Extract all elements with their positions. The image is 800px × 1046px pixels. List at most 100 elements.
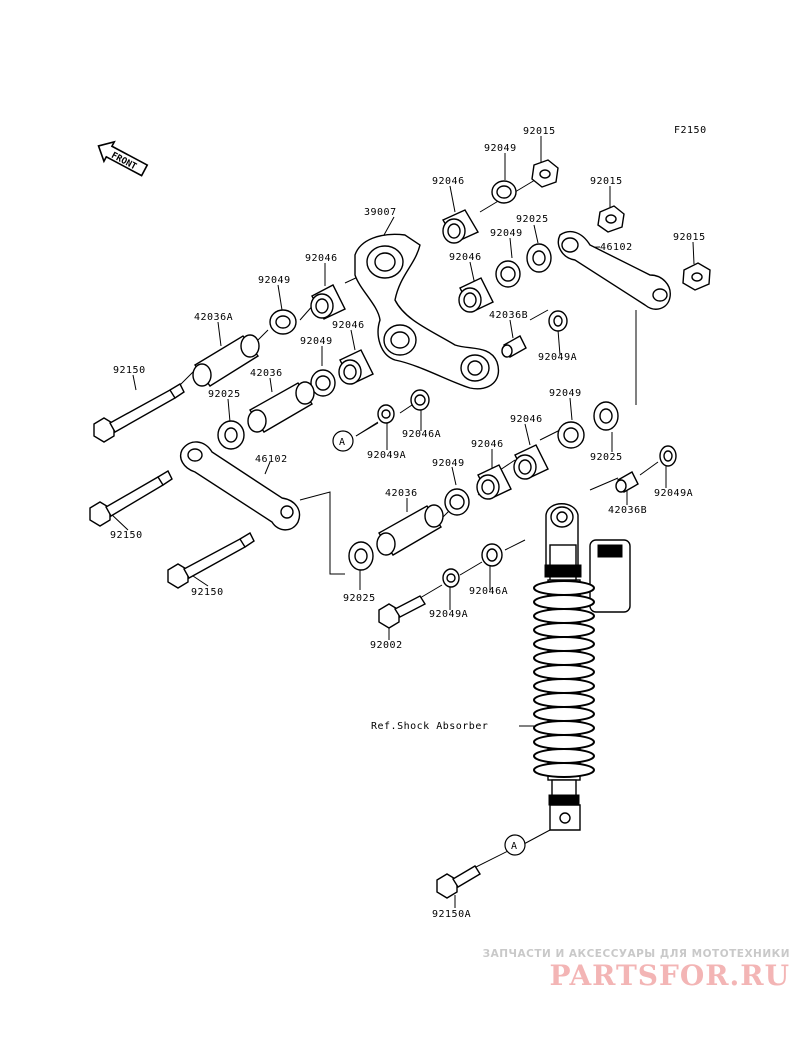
shock-spring xyxy=(533,580,595,778)
label-92049a: 92049A xyxy=(429,609,468,620)
part-labels: 92015 92049 92046 92015 39007 92025 9204… xyxy=(110,126,706,920)
spring-coil xyxy=(533,762,595,778)
label-92049: 92049 xyxy=(258,275,291,286)
bearing-92046-right xyxy=(513,444,549,480)
spring-coil xyxy=(533,608,595,624)
label-92046: 92046 xyxy=(305,253,338,264)
label-92002: 92002 xyxy=(370,640,403,651)
seal-92049-left-lower xyxy=(310,369,336,397)
spring-coil xyxy=(533,650,595,666)
spring-coil xyxy=(533,734,595,750)
label-92046: 92046 xyxy=(432,176,465,187)
label-42036: 42036 xyxy=(385,488,418,499)
label-39007: 39007 xyxy=(364,207,397,218)
label-92150a: 92150A xyxy=(432,909,471,920)
label-92046a: 92046A xyxy=(469,586,508,597)
label-92049: 92049 xyxy=(484,143,517,154)
spring-coil xyxy=(533,580,595,596)
label-92049a: 92049A xyxy=(538,352,577,363)
washer-92025-bottom xyxy=(348,541,374,571)
label-92049a: 92049A xyxy=(654,488,693,499)
collar-42036b-upper xyxy=(501,335,527,358)
seal-92049-right-lower xyxy=(557,421,585,449)
seal-92049-left-upper xyxy=(269,309,297,335)
ref-shock-label: Ref.Shock Absorber xyxy=(371,721,488,732)
label-92049: 92049 xyxy=(549,388,582,399)
label-92015: 92015 xyxy=(590,176,623,187)
label-92046: 92046 xyxy=(510,414,543,425)
washer-92025-left xyxy=(217,420,245,450)
label-42036: 42036 xyxy=(250,368,283,379)
label-92015: 92015 xyxy=(523,126,556,137)
label-92049: 92049 xyxy=(300,336,333,347)
label-92150: 92150 xyxy=(110,530,143,541)
label-46102: 46102 xyxy=(600,242,633,253)
washer-92025-right xyxy=(593,401,619,431)
figure-code: F2150 xyxy=(674,125,707,136)
label-92015: 92015 xyxy=(673,232,706,243)
tie-rod-46102-left xyxy=(179,441,301,531)
watermark: ЗАПЧАСТИ И АКСЕССУАРЫ ДЛЯ МОТОТЕХНИКИ PA… xyxy=(480,948,790,992)
nut-92015-top xyxy=(531,159,559,188)
callout-a-upper: A xyxy=(332,430,354,452)
label-92025: 92025 xyxy=(516,214,549,225)
seal-92049-shock-upper xyxy=(444,488,470,516)
rocker-arm-39007 xyxy=(354,233,500,390)
front-arrow-icon: FRONT xyxy=(97,140,149,177)
washer-92025-top xyxy=(526,243,552,273)
spring-coil xyxy=(533,664,595,680)
label-92046a: 92046A xyxy=(402,429,441,440)
tie-rod-46102-right xyxy=(557,230,671,310)
label-92049a: 92049A xyxy=(367,450,406,461)
bolt-92150-top xyxy=(93,383,185,443)
spring-coil xyxy=(533,636,595,652)
label-92046: 92046 xyxy=(332,320,365,331)
bolt-92002 xyxy=(378,595,426,629)
label-92049: 92049 xyxy=(432,458,465,469)
label-92025: 92025 xyxy=(590,452,623,463)
label-92150: 92150 xyxy=(113,365,146,376)
bearing-92046-shock xyxy=(476,464,512,500)
label-92150: 92150 xyxy=(191,587,224,598)
callout-a-lower: A xyxy=(504,834,526,856)
watermark-logo: PARTSFOR.RU xyxy=(549,959,790,992)
collar-42036-upper xyxy=(247,381,315,433)
bearing-92046-top xyxy=(442,209,479,244)
seal-92049a-upper-right xyxy=(548,310,568,332)
collar-42036a xyxy=(192,334,260,387)
bearing-92046a-lower xyxy=(481,543,503,567)
watermark-tagline: ЗАПЧАСТИ И АКСЕССУАРЫ ДЛЯ МОТОТЕХНИКИ xyxy=(482,948,790,960)
bolt-92150-bottom xyxy=(167,532,255,589)
shock-absorber xyxy=(533,503,631,831)
seal-92049-upper-mid xyxy=(495,260,521,288)
nut-92015-right xyxy=(682,262,711,291)
spring-coil xyxy=(533,706,595,722)
collar-42036-lower xyxy=(376,504,444,556)
label-42036b: 42036B xyxy=(489,310,528,321)
seal-92049-top xyxy=(491,180,517,204)
bearing-92046-mid xyxy=(458,277,494,313)
seal-92049a-left xyxy=(377,404,395,424)
bolt-92150a xyxy=(436,865,481,899)
nut-92015-mid xyxy=(597,205,625,233)
spring-coil xyxy=(533,748,595,764)
label-42036a: 42036A xyxy=(194,312,233,323)
spring-coil xyxy=(533,692,595,708)
bearing-92046a-upper xyxy=(410,389,430,411)
label-92046: 92046 xyxy=(471,439,504,450)
label-92025: 92025 xyxy=(208,389,241,400)
bearing-92046-left-upper xyxy=(310,284,346,320)
spring-coil xyxy=(533,720,595,736)
callout-a-upper-label: A xyxy=(339,437,346,448)
collar-42036b-lower xyxy=(615,471,639,493)
spring-coil xyxy=(533,594,595,610)
spring-coil xyxy=(533,678,595,694)
bolt-92150-mid xyxy=(89,470,173,527)
label-92046: 92046 xyxy=(449,252,482,263)
label-92025: 92025 xyxy=(343,593,376,604)
label-42036b: 42036B xyxy=(608,505,647,516)
label-92049: 92049 xyxy=(490,228,523,239)
bearing-92046-left-lower xyxy=(338,349,374,385)
seal-92049a-right xyxy=(659,445,677,467)
